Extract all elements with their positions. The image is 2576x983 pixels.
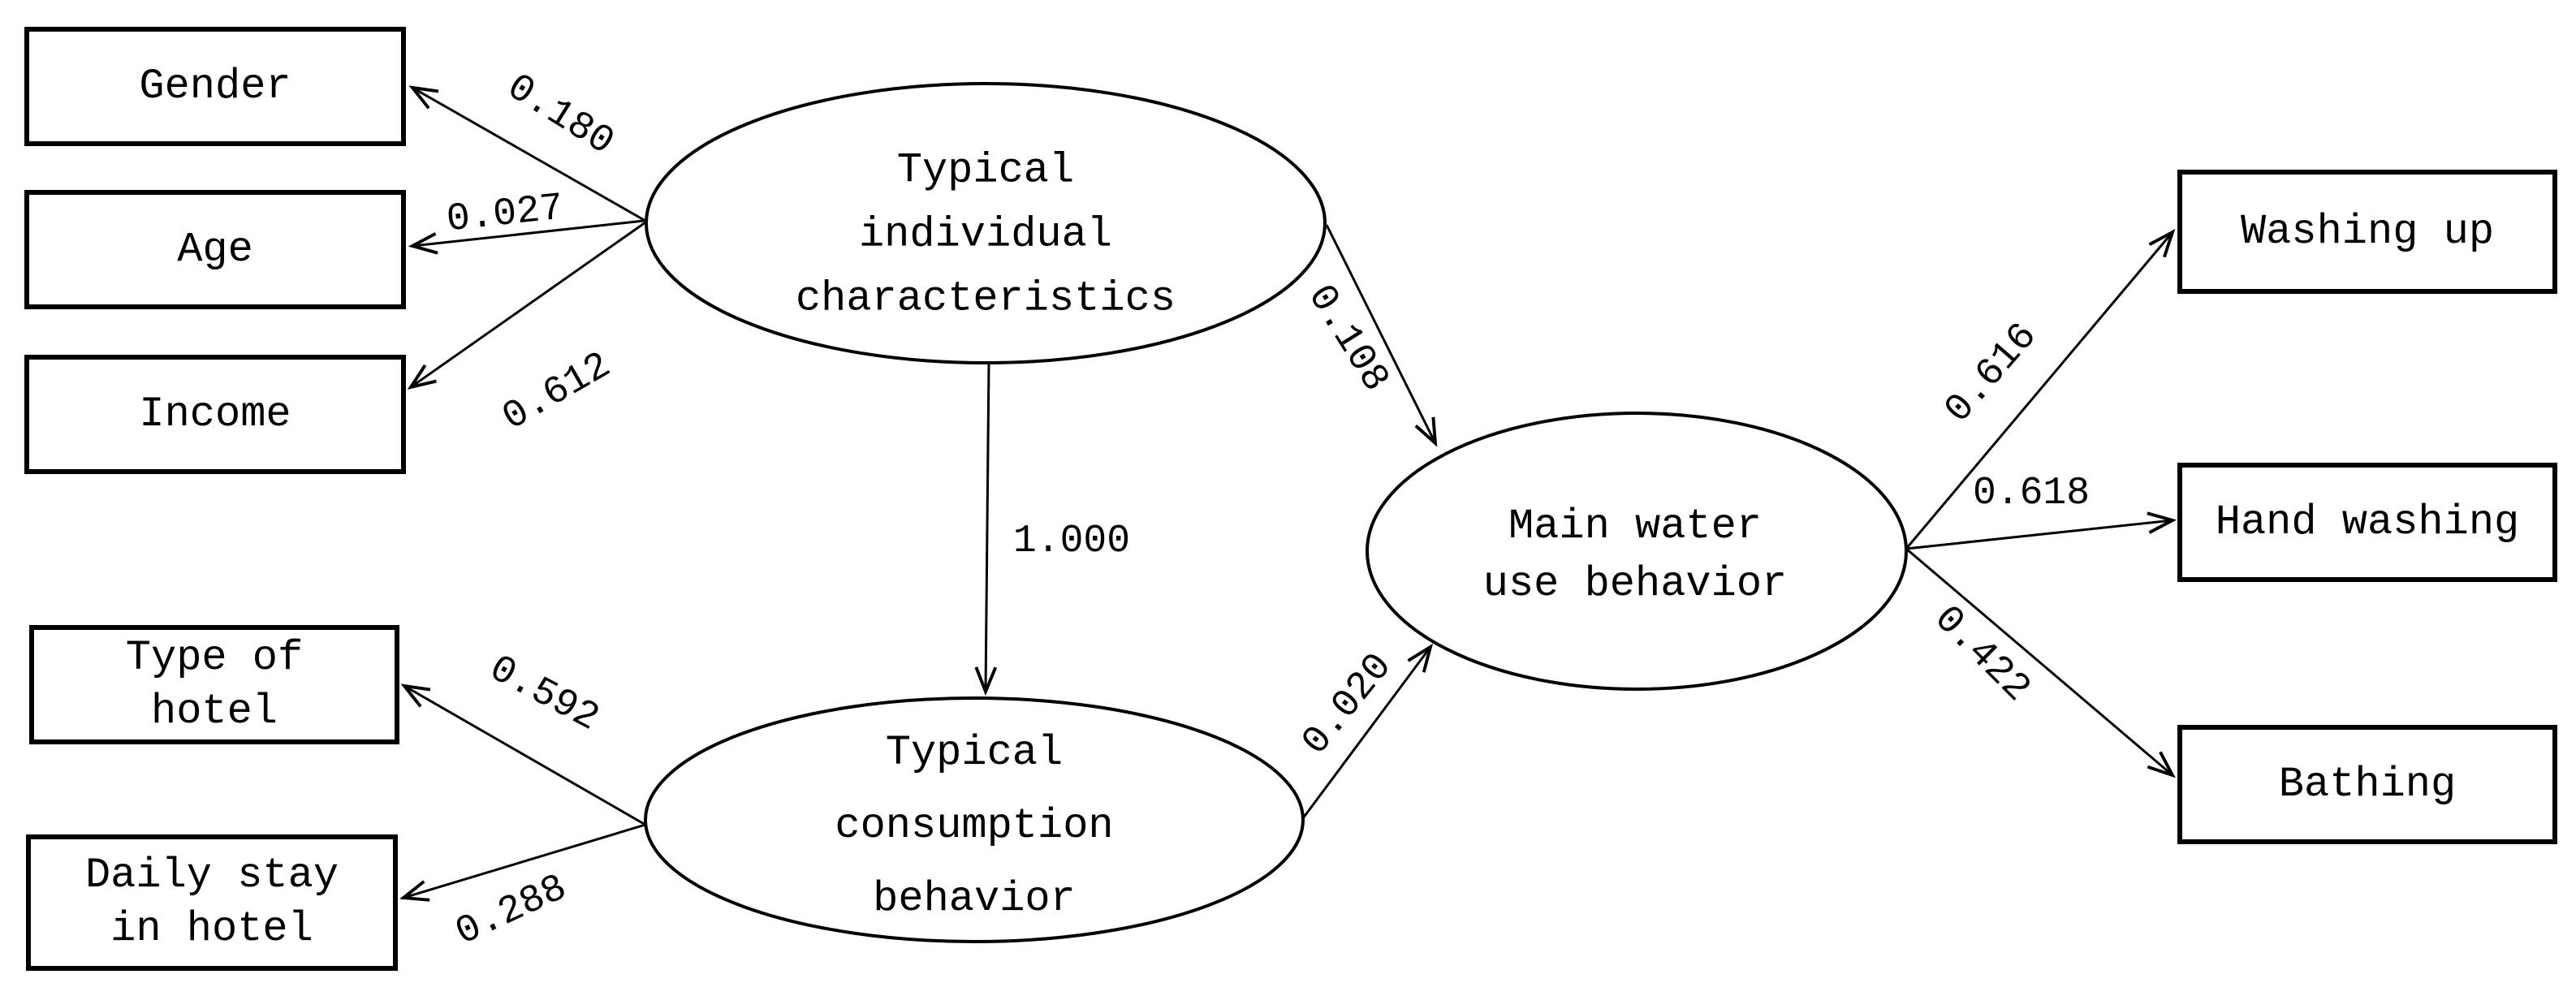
latent-label-line: Typical: [885, 729, 1064, 777]
observed-box-gender: Gender: [24, 27, 406, 146]
latent-label-individual: Typical individual characteristics: [796, 139, 1176, 331]
arrow-consumption-to-main-water: [1301, 643, 1434, 819]
arrow-main-water-to-bathing: [1905, 547, 2176, 778]
arrow-consumption-to-type-hotel: [400, 683, 646, 826]
observed-box-income: Income: [24, 355, 406, 474]
arrow-individual-to-main-water: [1325, 224, 1438, 447]
arrow-individual-to-income: [407, 221, 646, 390]
observed-box-daily-stay-in-hotel: Daily stay in hotel: [26, 834, 398, 971]
observed-label: Income: [139, 390, 291, 438]
observed-label: Daily stay: [84, 852, 339, 899]
latent-label-line: Main water: [1508, 502, 1763, 550]
latent-label-line: individual: [858, 210, 1113, 259]
arrow-consumption-to-daily-stay: [399, 823, 646, 902]
latent-label-line: Typical: [896, 146, 1075, 195]
observed-label: hotel: [150, 687, 278, 735]
arrow-main-water-to-washing-up: [1905, 228, 2176, 550]
arrow-individual-to-consumption: [974, 363, 998, 696]
observed-label: Washing up: [2240, 207, 2495, 256]
observed-box-hand-washing: Hand washing: [2177, 463, 2557, 582]
observed-label: in hotel: [110, 905, 313, 953]
latent-ellipse-main-water: [1366, 412, 1908, 691]
coefficient-main-water-hand-washing: 0.618: [1972, 472, 2091, 515]
observed-label: Bathing: [2278, 760, 2457, 808]
arrow-main-water-to-hand-washing: [1905, 511, 2177, 550]
observed-label: Age: [177, 225, 253, 274]
observed-label: Hand washing: [2215, 498, 2520, 546]
observed-label: Gender: [139, 62, 291, 110]
latent-ellipse-consumption: [644, 696, 1305, 943]
latent-ellipse-individual: [645, 82, 1327, 364]
coefficient-individual-consumption: 1.000: [1012, 520, 1131, 563]
latent-label-line: use behavior: [1482, 560, 1788, 608]
latent-label-main-water: Main water use behavior: [1483, 498, 1787, 613]
arrow-individual-to-gender: [408, 85, 646, 222]
latent-label-line: consumption: [835, 802, 1114, 850]
observed-box-bathing: Bathing: [2177, 725, 2557, 844]
latent-label-line: characteristics: [795, 274, 1176, 323]
arrow-individual-to-age: [408, 219, 645, 255]
observed-box-type-of-hotel: Type of hotel: [29, 625, 399, 744]
latent-label-consumption: Typical consumption behavior: [835, 717, 1113, 936]
latent-label-line: behavior: [873, 875, 1076, 923]
observed-label: Type of: [125, 633, 304, 682]
observed-box-washing-up: Washing up: [2177, 170, 2557, 294]
observed-box-age: Age: [24, 190, 406, 309]
